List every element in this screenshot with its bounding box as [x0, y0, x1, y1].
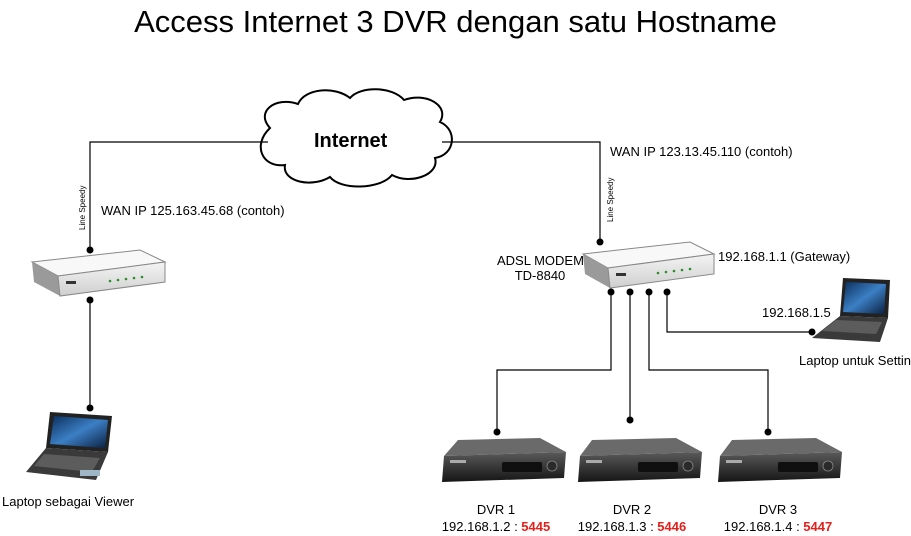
modem-model: TD-8840	[514, 268, 566, 283]
dvr1-address: 192.168.1.2 : 5445	[440, 519, 552, 534]
setting-laptop-ip: 192.168.1.5	[762, 305, 831, 320]
dvr-icon	[578, 438, 702, 482]
connector-dot	[626, 416, 634, 424]
dvr3-address: 192.168.1.4 : 5447	[722, 519, 834, 534]
dvr2-name: DVR 2	[612, 502, 652, 517]
connector-dot	[86, 296, 94, 304]
laptop-icon	[812, 278, 890, 342]
laptop-icon	[26, 412, 112, 480]
connector-dot	[626, 288, 634, 296]
cloud-label: Internet	[314, 130, 388, 152]
dvr1-ip: 192.168.1.2 :	[441, 519, 522, 534]
connector-dot	[645, 288, 653, 296]
modem-name: ADSL MODEM	[497, 253, 584, 268]
setting-laptop-label: Laptop untuk Setting	[799, 353, 911, 368]
connector-dot	[86, 246, 94, 254]
connector-dot	[86, 404, 94, 412]
connector-dot	[607, 288, 615, 296]
dvr2-port: 5446	[657, 519, 687, 534]
dvr1-port: 5445	[521, 519, 551, 534]
left-laptop-label: Laptop sebagai Viewer	[2, 494, 135, 509]
wire-modem-dvr3	[648, 292, 769, 432]
dvr-icon	[718, 438, 842, 482]
left-wan-ip: WAN IP 125.163.45.68 (contoh)	[101, 203, 285, 218]
dvr1-name: DVR 1	[476, 502, 516, 517]
right-line-label: Line Speedy	[606, 177, 615, 222]
wire-modem-dvr1	[496, 292, 612, 432]
left-line-label: Line Speedy	[78, 185, 87, 230]
wire-cloud-right	[442, 141, 601, 242]
connector-dot	[764, 428, 772, 436]
connector-dot	[808, 328, 816, 336]
right-wan-ip: WAN IP 123.13.45.110 (contoh)	[610, 144, 793, 159]
router-icon	[581, 241, 716, 289]
wire-modem-laptop	[666, 292, 812, 333]
dvr-icon	[442, 438, 566, 482]
connector-dot	[596, 238, 604, 246]
connector-dot	[663, 288, 671, 296]
dvr3-name: DVR 3	[758, 502, 798, 517]
diagram-title: Access Internet 3 DVR dengan satu Hostna…	[134, 4, 777, 39]
dvr3-ip: 192.168.1.4 :	[723, 519, 804, 534]
dvr2-ip: 192.168.1.3 :	[577, 519, 658, 534]
dvr2-address: 192.168.1.3 : 5446	[576, 519, 688, 534]
connector-dot	[493, 428, 501, 436]
wire-cloud-left	[89, 141, 268, 250]
router-icon	[30, 249, 167, 297]
dvr3-port: 5447	[803, 519, 833, 534]
gateway-ip: 192.168.1.1 (Gateway)	[718, 249, 851, 264]
